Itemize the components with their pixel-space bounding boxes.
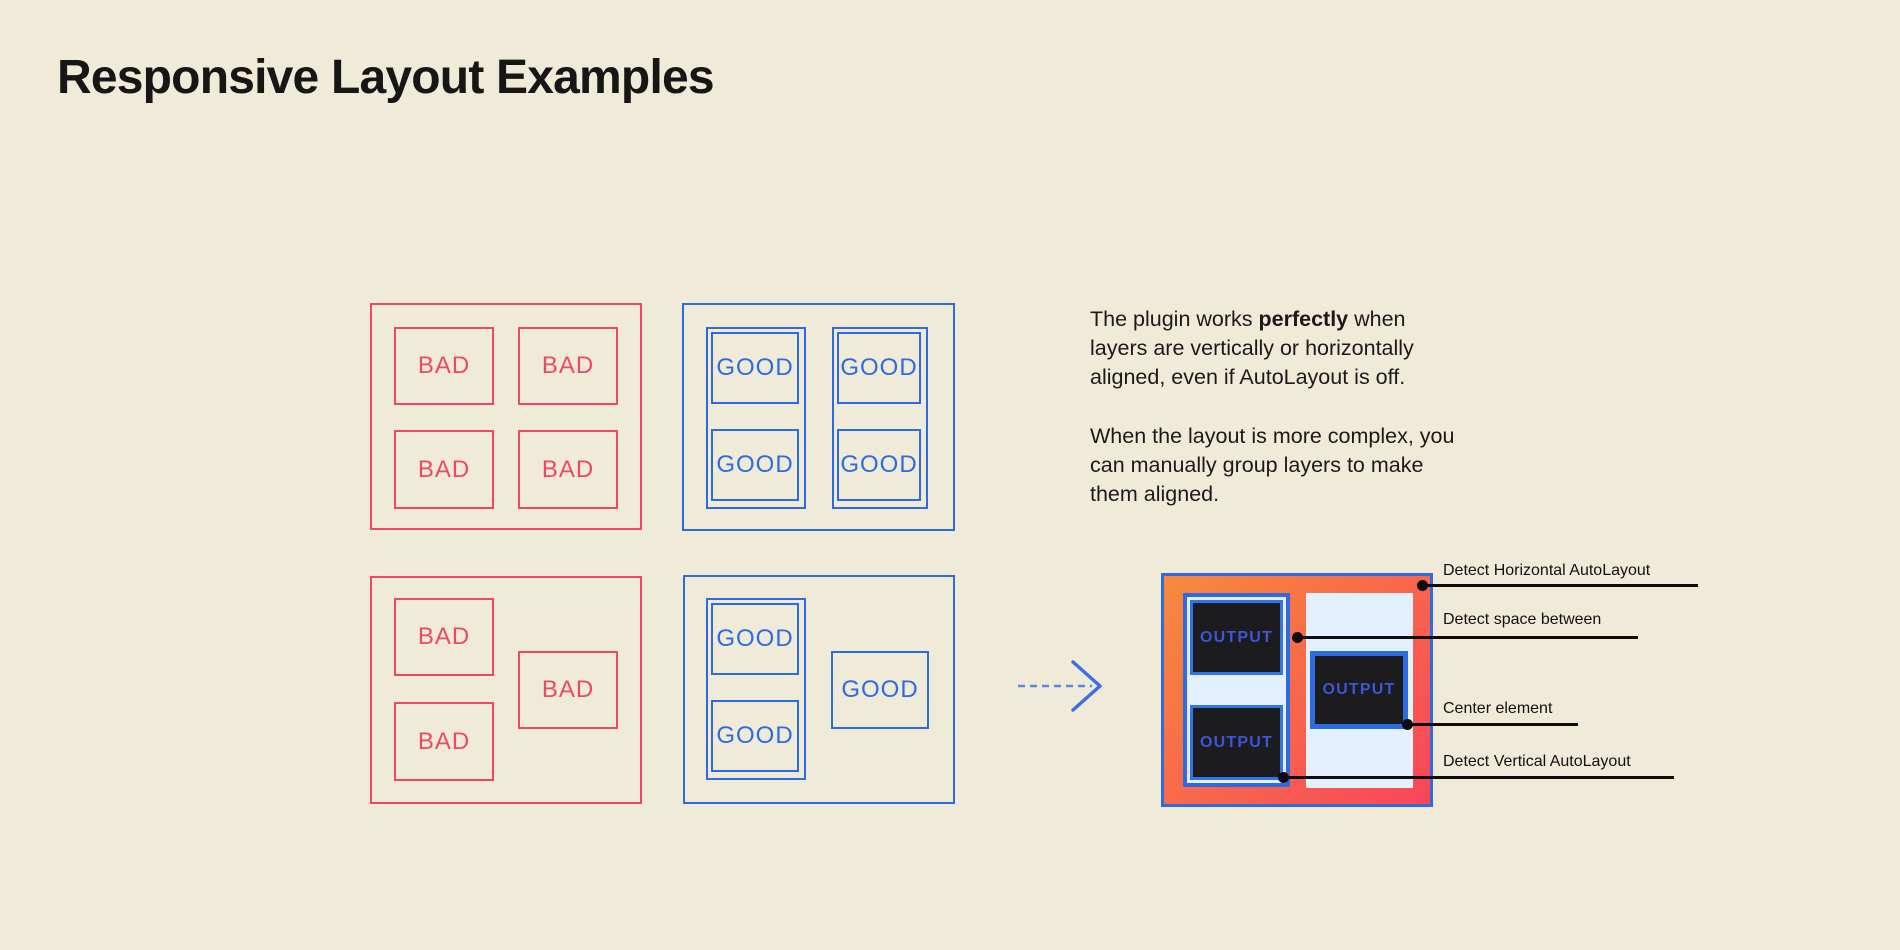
horizontal-autolayout-column: OUTPUT (1306, 593, 1413, 788)
callout-dot (1291, 632, 1303, 643)
good-box: GOOD (837, 429, 921, 501)
callout-label: Detect space between (1443, 611, 1602, 628)
description-text: The plugin works perfectly when layers a… (1090, 305, 1454, 509)
bad-box: BAD (394, 430, 494, 509)
good-box: GOOD (831, 651, 929, 729)
description-paragraph-1: The plugin works perfectly when layers a… (1090, 305, 1454, 392)
bad-box: BAD (518, 327, 618, 405)
good-grid-example: GOOD GOOD GOOD GOOD (682, 303, 955, 531)
callout-line (1407, 723, 1578, 726)
bad-box: BAD (518, 651, 618, 729)
callout-label: Center element (1443, 700, 1553, 717)
bad-box: BAD (394, 327, 494, 405)
description-line: When the layout is more complex, you (1090, 424, 1455, 448)
good-column-group: GOOD GOOD (706, 598, 806, 780)
good-column-group: GOOD GOOD (832, 327, 928, 509)
good-box: GOOD (711, 429, 799, 501)
callout-dot (1416, 579, 1428, 591)
page-title: Responsive Layout Examples (57, 51, 715, 104)
output-box: OUTPUT (1190, 600, 1283, 675)
good-column-group: GOOD GOOD (706, 327, 806, 509)
bad-box: BAD (518, 430, 618, 509)
description-line: them aligned. (1090, 482, 1220, 506)
good-box: GOOD (711, 332, 799, 404)
output-example: OUTPUT OUTPUT OUTPUT (1161, 573, 1433, 807)
good-box: GOOD (711, 603, 799, 675)
bad-box: BAD (394, 702, 494, 781)
callout-line (1422, 583, 1698, 587)
callout-label: Detect Horizontal AutoLayout (1443, 562, 1651, 579)
callout-line (1283, 775, 1674, 779)
output-box: OUTPUT (1190, 705, 1283, 780)
callout-label: Detect Vertical AutoLayout (1443, 753, 1631, 770)
description-line: The plugin works perfectly when (1090, 307, 1406, 331)
callout-dot (1401, 719, 1413, 730)
description-line: aligned, even if AutoLayout is off. (1090, 365, 1406, 389)
bad-free-example: BAD BAD BAD (370, 576, 642, 804)
good-box: GOOD (837, 332, 921, 404)
description-line: layers are vertically or horizontally (1090, 336, 1414, 360)
good-box: GOOD (711, 700, 799, 772)
output-box-centered: OUTPUT (1310, 651, 1408, 729)
good-free-example: GOOD GOOD GOOD (683, 575, 955, 804)
description-paragraph-2: When the layout is more complex, you can… (1090, 422, 1454, 509)
bad-box: BAD (394, 598, 494, 676)
bad-grid-example: BAD BAD BAD BAD (370, 303, 642, 530)
vertical-autolayout-group: OUTPUT OUTPUT (1183, 593, 1290, 787)
arrow-icon (1018, 660, 1102, 712)
callout-line (1297, 636, 1638, 639)
callout-dot (1277, 771, 1289, 783)
description-line: can manually group layers to make (1090, 453, 1424, 477)
